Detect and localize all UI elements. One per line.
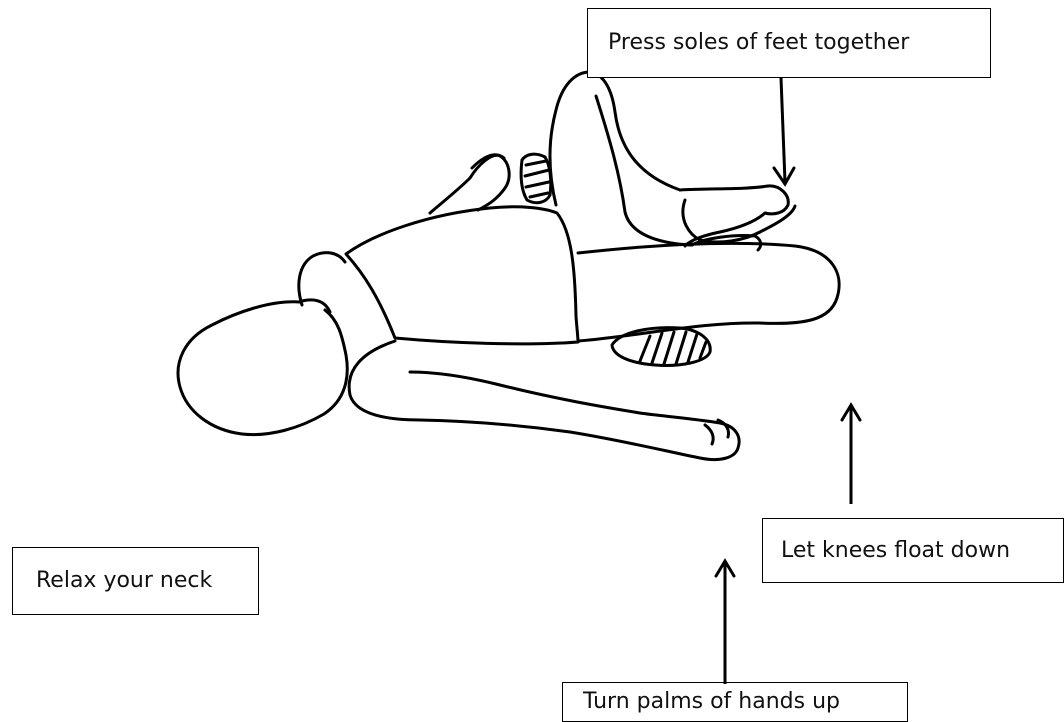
callout-turn-palms-text: Turn palms of hands up [583,691,840,713]
callout-relax-neck: Relax your neck [12,547,259,615]
raised-arm-outline [430,155,509,213]
torso-outline [346,207,578,344]
callout-relax-neck-text: Relax your neck [36,570,212,592]
head-outline [178,302,347,435]
callout-press-soles-text: Press soles of feet together [608,32,909,54]
bolster-upper-hatch [525,161,549,197]
near-thigh-outline [578,243,839,341]
lower-arm-outline [349,341,739,460]
back-hand-outline [299,253,345,305]
callout-knees-float: Let knees float down [762,518,1064,583]
callout-knees-float-text: Let knees float down [781,540,1010,562]
arrow-down-to-feet [772,78,802,190]
far-leg-outline [550,72,680,205]
arrow-up-to-palms [710,556,740,684]
arrow-up-to-knees [836,400,866,506]
raised-hand-outline [472,155,504,168]
callout-turn-palms: Turn palms of hands up [562,682,908,722]
bolster-lower-hatch [640,332,706,364]
callout-press-soles: Press soles of feet together [587,8,991,78]
